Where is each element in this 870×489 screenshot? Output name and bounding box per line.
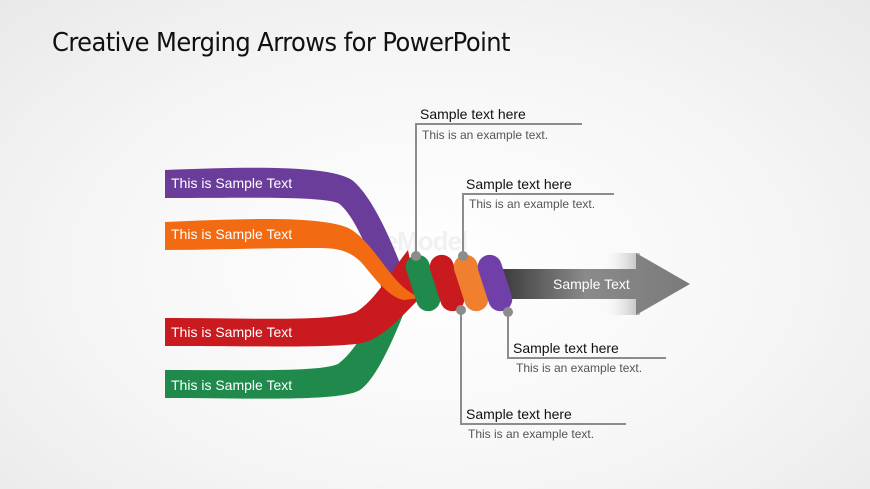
band-red <box>165 250 418 347</box>
arrow-body <box>500 253 690 315</box>
coils <box>405 254 513 312</box>
band-label-green: This is Sample Text <box>171 377 293 393</box>
arrow-fade-top <box>600 253 640 269</box>
callout-4-title: Sample text here <box>466 406 572 422</box>
callout-3-description: This is an example text. <box>516 361 643 375</box>
connector-dot-1 <box>411 251 421 261</box>
coil-purple <box>477 254 513 312</box>
connector-line-2 <box>462 193 614 256</box>
callout-4-description: This is an example text. <box>468 427 595 441</box>
callout-2-title: Sample text here <box>466 176 572 192</box>
connector-dot-4 <box>456 305 466 315</box>
connector-dot-2 <box>458 251 468 261</box>
connector-line-3 <box>507 312 666 359</box>
band-label-purple: This is Sample Text <box>171 175 293 191</box>
connector-dot-3 <box>503 307 513 317</box>
band-label-red: This is Sample Text <box>171 324 293 340</box>
band-orange <box>165 219 420 300</box>
band-purple <box>165 167 410 296</box>
coil-orange <box>453 254 489 312</box>
band-label-orange: This is Sample Text <box>171 226 293 242</box>
callout-1-title: Sample text here <box>420 106 526 122</box>
callout-3-title: Sample text here <box>513 340 619 356</box>
connector-line-1 <box>415 123 582 256</box>
callout-1-description: This is an example text. <box>422 128 549 142</box>
connector-line-4 <box>460 310 626 425</box>
arrow-fade-bottom <box>600 299 640 315</box>
coil-red <box>429 254 465 312</box>
arrow-label: Sample Text <box>553 276 630 292</box>
coil-green <box>405 254 441 312</box>
callout-2-description: This is an example text. <box>469 197 596 211</box>
slide-title: Creative Merging Arrows for PowerPoint <box>52 28 510 58</box>
band-green <box>165 262 420 399</box>
